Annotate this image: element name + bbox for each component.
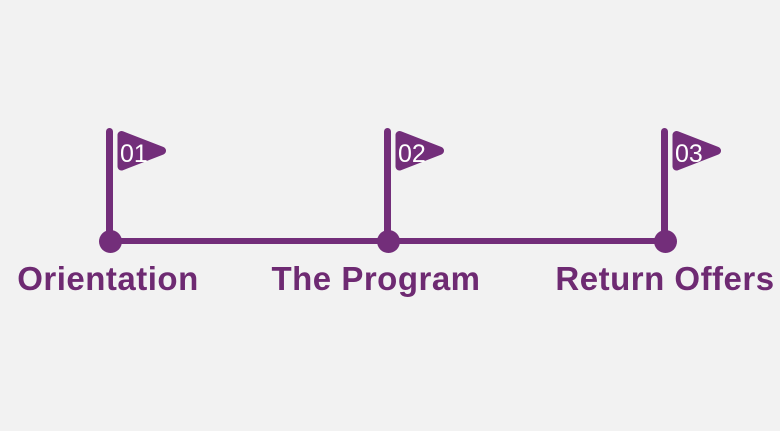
flag-icon: 02 [395, 131, 444, 171]
flag-pole [106, 128, 113, 240]
milestone-dot [377, 230, 400, 253]
milestone-number: 03 [675, 140, 703, 168]
flag-pole [661, 128, 668, 240]
milestone-dot [99, 230, 122, 253]
flag-icon: 03 [672, 131, 721, 171]
milestone-label: Orientation [17, 260, 199, 297]
milestone-dot [654, 230, 677, 253]
milestone-number: 02 [398, 140, 426, 168]
milestone-number: 01 [120, 140, 148, 168]
milestone-label: Return Offers [555, 260, 775, 297]
flag-icon: 01 [117, 131, 166, 171]
flag-pole [384, 128, 391, 240]
milestone-label: The Program [271, 260, 481, 297]
